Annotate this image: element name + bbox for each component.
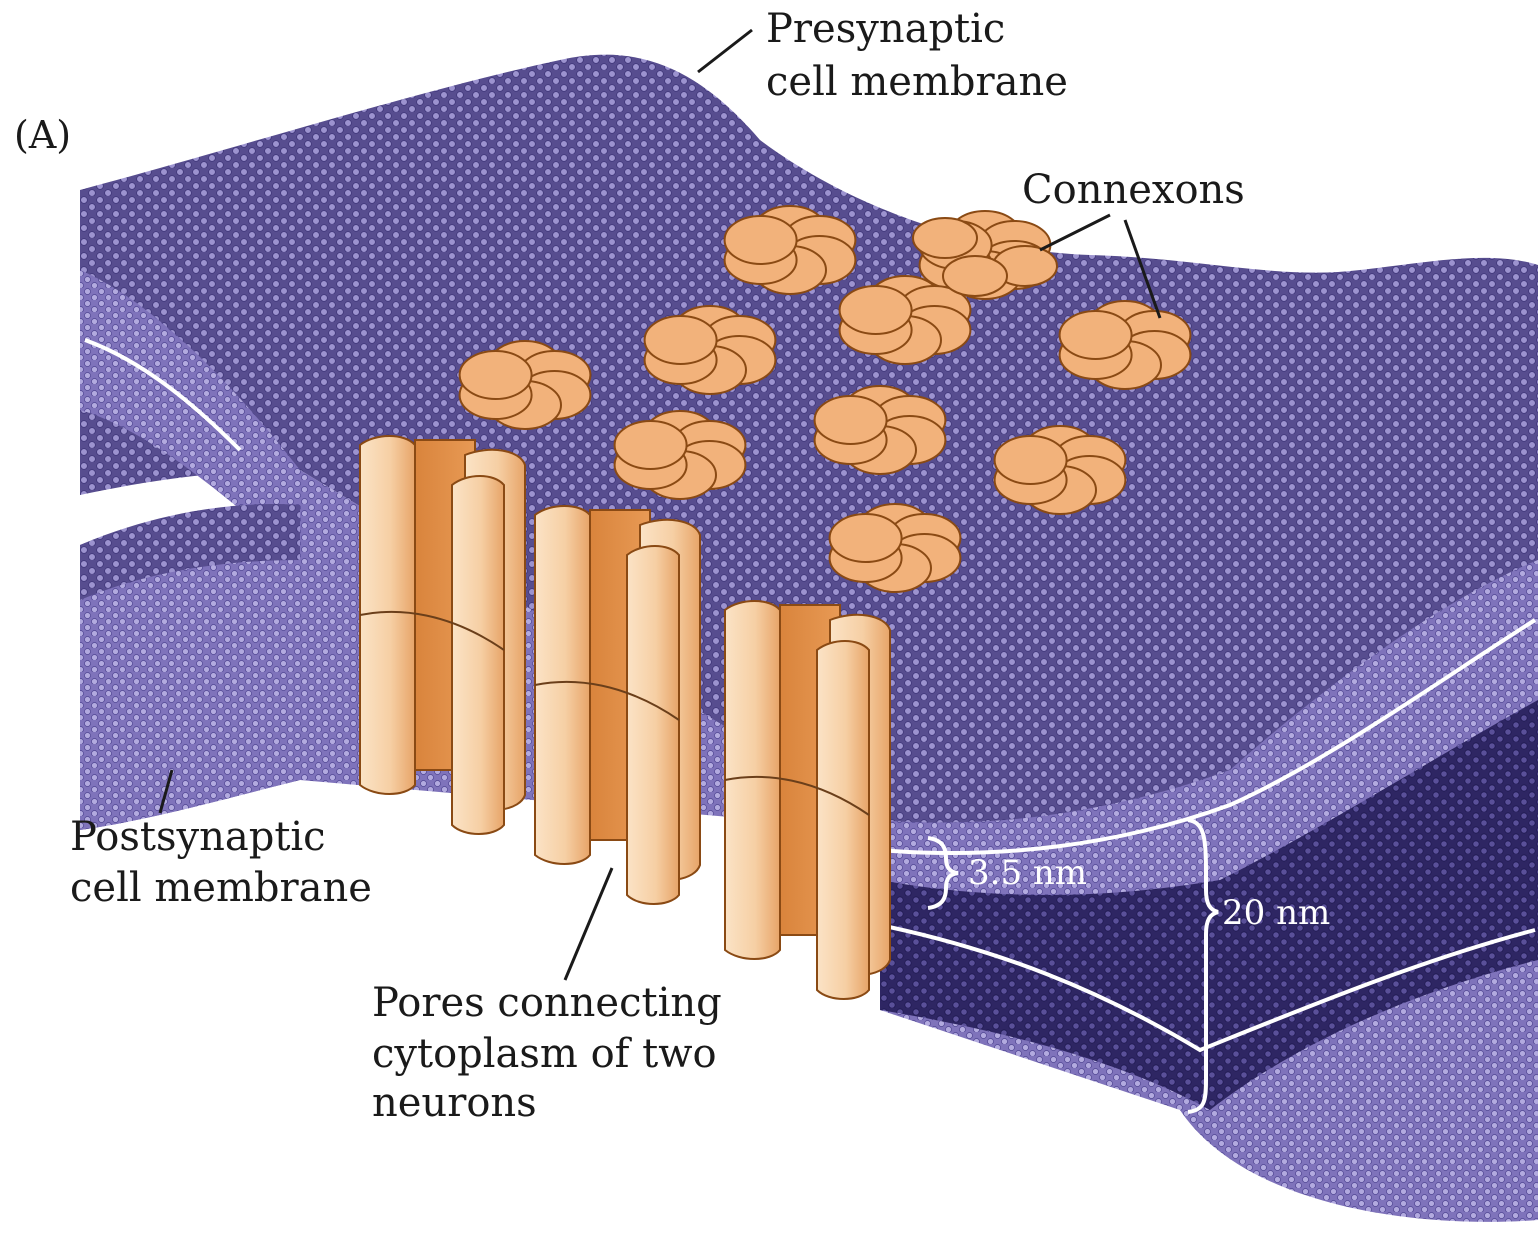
postsynaptic-label-line-2: cell membrane [70, 865, 372, 911]
presynaptic-label-line-1: Presynaptic [766, 6, 1005, 52]
connexon [725, 206, 856, 294]
connexon-subunit [815, 396, 887, 444]
connexon-subunit [1060, 311, 1132, 359]
pore-subunit [535, 506, 590, 864]
presynaptic-leader [698, 30, 752, 72]
postsynaptic-front-edge [80, 560, 300, 830]
connexon-subunit [830, 514, 902, 562]
postsynaptic-label-line-1: Postsynaptic [70, 814, 326, 860]
pore-channel [725, 601, 890, 999]
connexon-subunit [943, 256, 1007, 296]
panel-label: (A) [14, 113, 71, 157]
connexons-label: Connexons [1022, 167, 1245, 213]
connexon [830, 504, 961, 592]
connexon-subunit [615, 421, 687, 469]
pore-subunit [627, 546, 679, 904]
junction-width-label: 20 nm [1222, 893, 1330, 933]
pores-leader [565, 868, 612, 980]
connexon [460, 341, 591, 429]
connexon [645, 306, 776, 394]
pore-subunit [452, 476, 504, 834]
pore-subunit [817, 641, 869, 999]
pores-label-line-2: cytoplasm of two [372, 1031, 717, 1077]
pore-subunit [725, 601, 780, 959]
connexon-subunit [460, 351, 532, 399]
connexon-subunit [725, 216, 797, 264]
connexon [815, 386, 946, 474]
pores-label-line-1: Pores connecting [372, 980, 722, 1026]
connexon-subunit [913, 218, 977, 258]
gap-width-label: 3.5 nm [968, 853, 1087, 893]
connexon-subunit [645, 316, 717, 364]
connexon [995, 426, 1126, 514]
presynaptic-label-line-2: cell membrane [766, 59, 1068, 105]
connexon-subunit [995, 436, 1067, 484]
pore-channel [535, 506, 700, 904]
connexon [615, 411, 746, 499]
pores-label-line-3: neurons [372, 1080, 537, 1126]
connexon [1060, 301, 1191, 389]
pore-subunit [360, 436, 415, 794]
connexon-subunit [840, 286, 912, 334]
connexon-leader-left [1040, 215, 1110, 250]
